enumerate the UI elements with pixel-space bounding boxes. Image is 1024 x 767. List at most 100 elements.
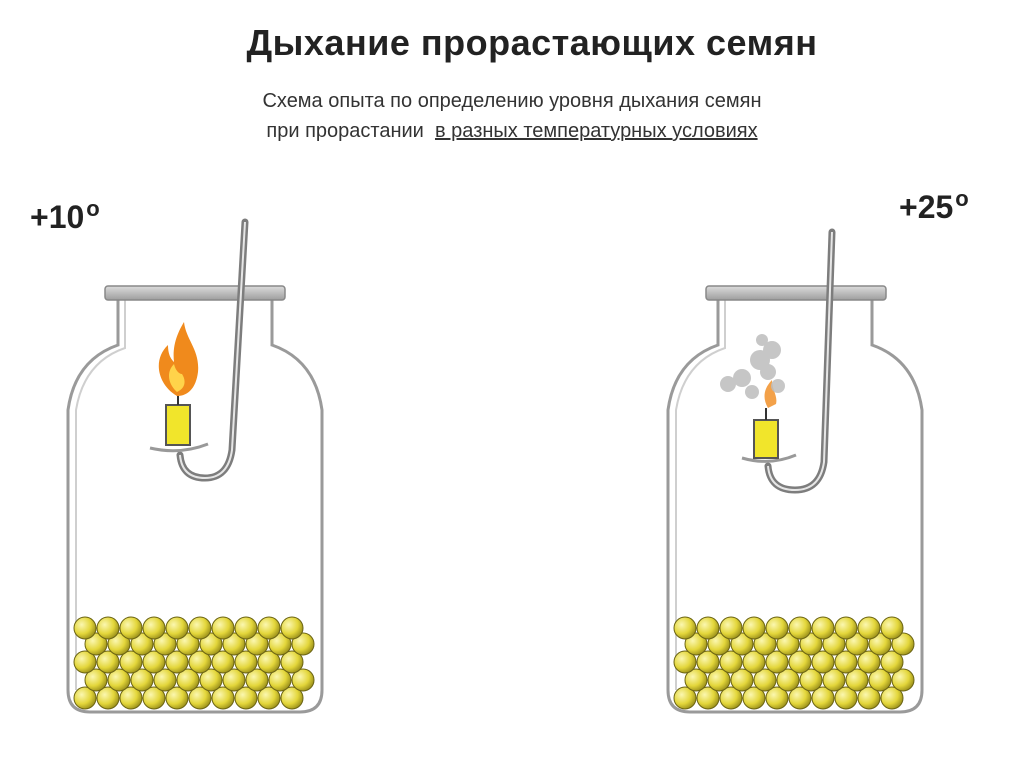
seed <box>153 632 177 656</box>
seed <box>788 616 812 640</box>
seed <box>107 668 131 692</box>
seed <box>811 686 835 710</box>
seed <box>673 650 697 674</box>
seed <box>776 668 800 692</box>
seed <box>857 686 881 710</box>
seed <box>96 616 120 640</box>
seed <box>257 650 281 674</box>
seed <box>891 668 915 692</box>
seed <box>199 632 223 656</box>
seed <box>268 632 292 656</box>
seed <box>707 632 731 656</box>
candle-holder <box>149 442 209 453</box>
seed <box>742 650 766 674</box>
page-title: Дыхание прорастающих семян <box>246 22 818 63</box>
seed <box>753 632 777 656</box>
temperature-label-right: +25о <box>899 186 969 226</box>
seed <box>153 668 177 692</box>
jar-lid <box>104 285 286 301</box>
smoke <box>720 334 785 399</box>
degree-mark: о <box>86 196 100 221</box>
seed <box>84 632 108 656</box>
seed <box>696 650 720 674</box>
seed <box>280 686 304 710</box>
seed-pile-right <box>673 616 915 710</box>
candle-body <box>165 404 191 446</box>
seed <box>684 668 708 692</box>
seed <box>742 686 766 710</box>
seed <box>673 686 697 710</box>
seed <box>845 668 869 692</box>
seed <box>96 650 120 674</box>
seed <box>211 616 235 640</box>
seed <box>719 686 743 710</box>
seed <box>868 668 892 692</box>
seed <box>834 686 858 710</box>
seed <box>673 616 697 640</box>
seed <box>142 616 166 640</box>
seed <box>188 686 212 710</box>
seed <box>165 686 189 710</box>
seed <box>880 650 904 674</box>
jar-glass <box>666 298 924 714</box>
seed <box>765 616 789 640</box>
seed <box>799 668 823 692</box>
flame <box>158 322 199 396</box>
seed <box>165 650 189 674</box>
seed <box>188 650 212 674</box>
seed <box>857 650 881 674</box>
seed <box>199 668 223 692</box>
seed <box>845 632 869 656</box>
seed <box>234 650 258 674</box>
seed <box>811 616 835 640</box>
seed <box>257 686 281 710</box>
seed <box>811 650 835 674</box>
seed <box>130 668 154 692</box>
seed <box>142 686 166 710</box>
seed <box>245 668 269 692</box>
seed <box>857 616 881 640</box>
subtitle-line-2-underlined: в разных температурных условиях <box>434 120 758 142</box>
seed <box>222 632 246 656</box>
seed <box>130 632 154 656</box>
seed <box>822 632 846 656</box>
seed <box>834 616 858 640</box>
jar-glass-inner <box>675 300 726 690</box>
seed-pile-left <box>73 616 315 710</box>
seed <box>211 686 235 710</box>
seed <box>834 650 858 674</box>
candle-left <box>149 322 209 453</box>
degree-mark: о <box>955 186 969 211</box>
page-subtitle: Схема опыта по определению уровня дыхани… <box>0 86 1024 146</box>
jar-right <box>666 228 924 714</box>
seed <box>176 632 200 656</box>
candle-right <box>720 334 797 463</box>
jar-glass-inner <box>75 300 126 690</box>
temperature-label-left: +10о <box>30 196 100 236</box>
candle-holder <box>741 453 797 463</box>
seed <box>211 650 235 674</box>
seed <box>222 668 246 692</box>
seed <box>280 650 304 674</box>
seed <box>880 616 904 640</box>
seed <box>753 668 777 692</box>
seed <box>765 650 789 674</box>
seed <box>188 616 212 640</box>
seed <box>73 616 97 640</box>
seed <box>257 616 281 640</box>
seed <box>234 686 258 710</box>
seed <box>822 668 846 692</box>
jar-left <box>66 218 324 714</box>
seed <box>891 632 915 656</box>
seed <box>799 632 823 656</box>
seed <box>776 632 800 656</box>
seed <box>107 632 131 656</box>
temperature-value: +25 <box>899 189 954 225</box>
seed <box>119 650 143 674</box>
seed <box>719 650 743 674</box>
seed <box>119 616 143 640</box>
subtitle-line-1: Схема опыта по определению уровня дыхани… <box>262 90 762 112</box>
seed <box>142 650 166 674</box>
subtitle-line-2-prefix: при прорастании <box>266 120 430 142</box>
seed <box>245 632 269 656</box>
